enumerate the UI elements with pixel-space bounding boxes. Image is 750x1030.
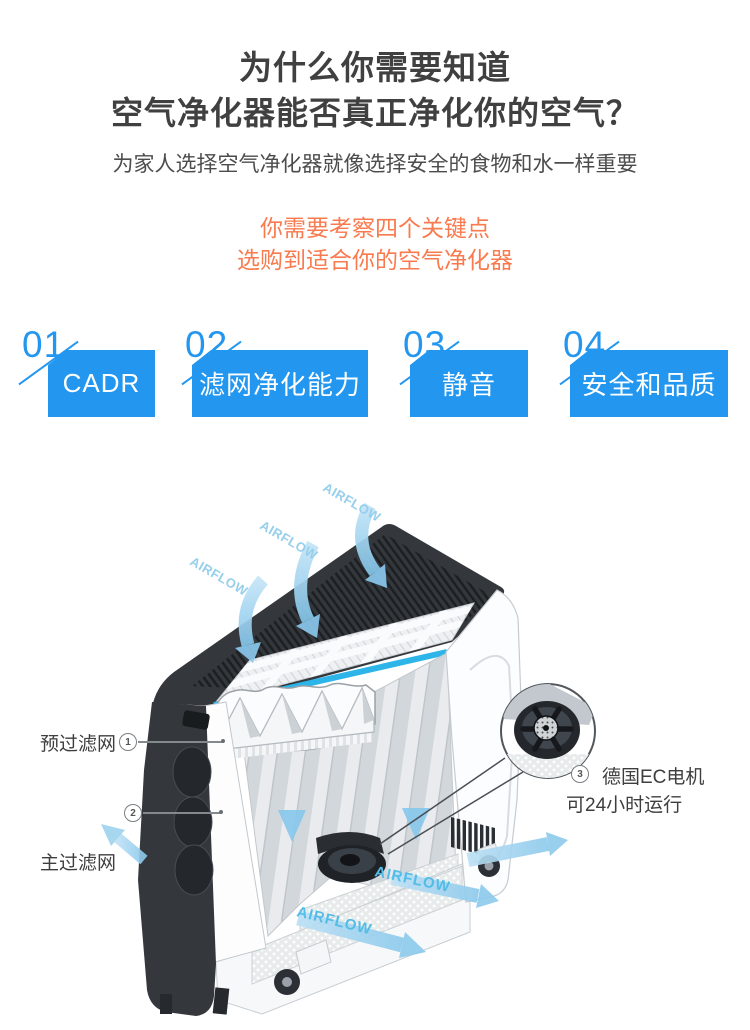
keypoint-box-filter: 滤网净化能力 <box>192 350 368 417</box>
label-mainfilter: 主过滤网 <box>40 853 117 874</box>
callout-dot-2 <box>219 810 223 814</box>
highlight-text-line2: 选购到适合你的空气净化器 <box>237 247 513 273</box>
label-prefilter: 预过滤网 <box>40 734 117 755</box>
fan-motor <box>316 832 386 883</box>
airflow-label-top-1: AIRFLOW <box>188 554 251 599</box>
airflow-label-top-3: AIRFLOW <box>321 480 384 525</box>
callout-dot-1 <box>221 739 225 743</box>
prefilter-zigzag-cutout <box>211 682 376 760</box>
air-purifier-cutaway-diagram: AIRFLOW AIRFLOW AIRFLOW AIRFLOW AIRFLOW <box>101 480 596 1016</box>
callout-line-2 <box>143 812 222 814</box>
badge-3: 3 <box>571 765 589 783</box>
keypoint-box-quality: 安全和品质 <box>570 350 728 417</box>
side-panel-dark <box>138 702 230 1016</box>
label-motor-line2: 可24小时运行 <box>566 795 683 816</box>
page-subtitle: 为家人选择空气净化器就像选择安全的食物和水一样重要 <box>112 153 638 176</box>
keypoint-box-cadr: CADR <box>48 350 155 417</box>
badge-2: 2 <box>124 804 142 822</box>
badge-1: 1 <box>119 733 137 751</box>
page-title-line2: 空气净化器能否真正净化你的空气？ <box>110 95 639 131</box>
airflow-in-arrows <box>235 502 387 663</box>
airflow-out-arrows <box>101 824 568 958</box>
highlight-text-line1: 你需要考察四个关键点 <box>260 215 490 241</box>
callout-line-1 <box>138 741 224 743</box>
machine-top-grille <box>192 534 494 690</box>
airflow-label-top-2: AIRFLOW <box>258 518 321 563</box>
page-title-line1: 为什么你需要知道 <box>239 49 511 86</box>
keypoint-box-quiet: 静音 <box>410 350 528 417</box>
label-motor-line1: 德国EC电机 <box>602 767 705 788</box>
motor-magnifier-inset <box>379 683 596 855</box>
